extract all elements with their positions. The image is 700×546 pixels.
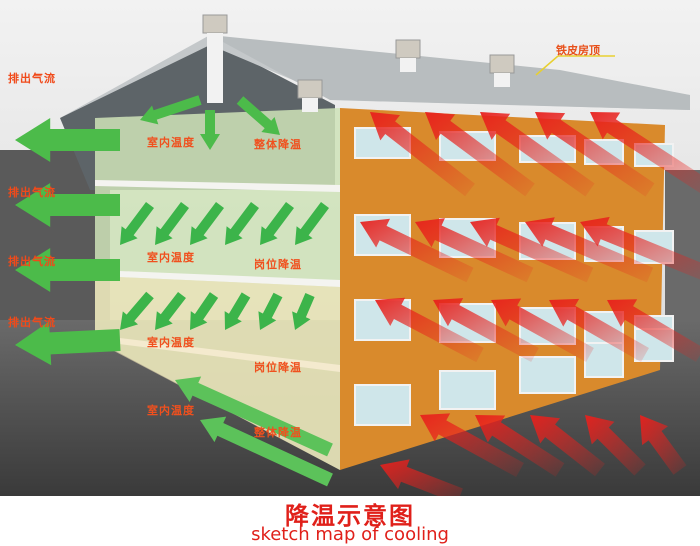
green-arrow-icon: [15, 118, 120, 162]
roof-fan-icon: [202, 14, 228, 34]
red-arrow-icon: [415, 218, 534, 283]
red-arrow-icon: [433, 298, 539, 363]
green-arrow-icon: [224, 292, 251, 330]
green-airflow-arrows: [15, 95, 333, 487]
roof-fan-icon: [297, 79, 323, 99]
red-arrow-icon: [491, 298, 594, 362]
window: [519, 356, 576, 394]
indoor-temp-label: 室内温度: [147, 404, 195, 417]
red-arrow-icon: [525, 217, 654, 283]
green-arrow-icon: [258, 292, 283, 330]
red-arrow-icon: [425, 112, 535, 197]
green-arrow-icon: [190, 202, 224, 245]
green-arrow-icon: [225, 202, 259, 245]
roof-fan-icon: [395, 39, 421, 59]
window: [354, 384, 411, 426]
green-arrow-icon: [15, 183, 120, 227]
brick-facade: [340, 108, 665, 470]
green-arrow-icon: [200, 110, 220, 150]
red-arrow-icon: [549, 298, 649, 362]
exhaust-label: 排出气流: [8, 316, 56, 329]
green-arrow-icon: [292, 293, 315, 330]
red-arrow-icon: [480, 112, 595, 197]
indoor-temp-label: 室内温度: [147, 136, 195, 149]
green-arrow-icon: [120, 202, 154, 245]
indoor-temp-label: 室内温度: [147, 336, 195, 349]
red-arrow-icon: [607, 299, 700, 362]
red-arrow-icon: [370, 112, 475, 197]
exhaust-label: 排出气流: [8, 186, 56, 199]
station-cooling-label: 岗位降温: [254, 361, 302, 374]
overall-cooling-label: 整体降温: [254, 138, 302, 151]
roof-fan-duct: [302, 98, 318, 112]
green-arrow-icon: [260, 202, 294, 245]
red-arrow-icon: [360, 218, 474, 283]
roof-fans: [202, 14, 515, 112]
red-arrow-icon: [375, 297, 484, 363]
red-arrow-icon: [585, 415, 646, 476]
roof-fan-duct: [400, 58, 416, 72]
red-arrow-icon: [420, 413, 524, 478]
floor-2: [95, 270, 340, 287]
station-cooling-label: 岗位降温: [254, 258, 302, 271]
red-arrow-icon: [380, 459, 463, 496]
green-arrow-icon: [236, 96, 280, 135]
green-arrow-icon: [200, 416, 333, 487]
green-arrow-icon: [295, 202, 329, 245]
exhaust-label: 排出气流: [8, 255, 56, 268]
floor-1: [95, 180, 340, 192]
red-arrow-icon: [470, 217, 594, 283]
red-arrow-icon: [590, 112, 700, 194]
red-airflow-arrows: [360, 112, 700, 496]
caption-title-cn: 降温示意图: [285, 502, 415, 530]
green-arrow-icon: [190, 292, 219, 330]
tin-roof-label: 铁皮房顶: [556, 44, 600, 57]
red-arrow-icon: [535, 112, 655, 197]
exhaust-label: 排出气流: [8, 72, 56, 85]
cooling-illustration: [0, 0, 700, 496]
roof-fan-duct: [494, 73, 510, 87]
green-arrow-icon: [175, 376, 333, 457]
roof-slope: [210, 35, 690, 110]
red-arrow-icon: [640, 415, 687, 475]
green-arrow-icon: [155, 202, 189, 245]
green-arrow-icon: [155, 291, 186, 330]
caption-title-en: sketch map of cooling: [251, 524, 449, 545]
roof-fan-icon: [489, 54, 515, 74]
green-arrow-icon: [140, 95, 202, 125]
red-arrow-icon: [475, 415, 565, 477]
roof-pointer-line: [535, 55, 559, 76]
red-arrow-icon: [580, 216, 700, 280]
green-arrow-icon: [15, 248, 120, 292]
window: [439, 370, 496, 410]
overall-cooling-label: 整体降温: [254, 426, 302, 439]
green-arrow-icon: [120, 291, 154, 330]
roof-fan-duct: [207, 33, 223, 103]
indoor-temp-label: 室内温度: [147, 251, 195, 264]
green-arrow-icon: [15, 321, 121, 366]
red-arrow-icon: [530, 415, 605, 477]
